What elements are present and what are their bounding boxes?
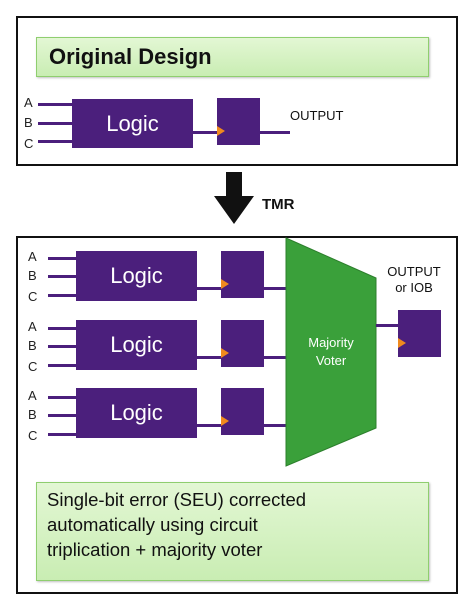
output-or-iob-label: OUTPUT or IOB	[382, 264, 446, 296]
tmr2-flip-flop	[221, 320, 264, 367]
tmr3-wire-c	[48, 433, 76, 436]
seu-note-line2: automatically using circuit	[47, 514, 258, 535]
logic-block: Logic	[72, 99, 193, 148]
clock-marker-icon	[217, 126, 225, 136]
tmr3-input-label-c: C	[28, 428, 38, 443]
seu-note-line3: triplication + majority voter	[47, 539, 263, 560]
output-label-line2: or IOB	[395, 280, 433, 295]
output-label: OUTPUT	[290, 108, 344, 123]
tmr3-input-label-a: A	[28, 388, 37, 403]
tmr2-ff-to-voter-wire	[264, 356, 286, 359]
tmr1-input-label-b: B	[28, 268, 37, 283]
voter-label-line1: Majority	[308, 335, 354, 350]
input-wire-c	[38, 140, 74, 143]
tmr3-wire-a	[48, 396, 76, 399]
input-label-a: A	[24, 95, 33, 110]
input-label-b: B	[24, 115, 33, 130]
tmr3-wire-b	[48, 414, 76, 417]
input-label-c: C	[24, 136, 34, 151]
tmr1-wire-c	[48, 294, 76, 297]
tmr3-flip-flop	[221, 388, 264, 435]
tmr3-logic-to-ff-wire	[197, 424, 221, 427]
output-clock-marker-icon	[398, 338, 406, 348]
voter-to-output-wire	[376, 324, 398, 327]
majority-voter	[285, 237, 377, 467]
input-wire-a	[38, 103, 74, 106]
tmr1-logic-block: Logic	[76, 251, 197, 301]
tmr1-input-label-c: C	[28, 289, 38, 304]
tmr1-ff-to-voter-wire	[264, 287, 286, 290]
seu-note-line1: Single-bit error (SEU) corrected	[47, 489, 307, 510]
tmr3-logic-block: Logic	[76, 388, 197, 438]
tmr1-wire-b	[48, 275, 76, 278]
tmr2-input-label-a: A	[28, 319, 37, 334]
voter-label-line2: Voter	[315, 353, 347, 368]
tmr2-wire-b	[48, 345, 76, 348]
tmr2-wire-a	[48, 327, 76, 330]
original-design-title: Original Design	[36, 37, 429, 77]
tmr1-clock-marker-icon	[221, 279, 229, 289]
output-flip-flop	[398, 310, 441, 357]
tmr2-clock-marker-icon	[221, 348, 229, 358]
tmr2-wire-c	[48, 364, 76, 367]
tmr1-flip-flop	[221, 251, 264, 298]
output-wire	[260, 131, 290, 134]
logic-to-ff-wire	[193, 131, 217, 134]
voter-label: Majority Voter	[286, 334, 376, 370]
tmr1-wire-a	[48, 257, 76, 260]
tmr-label: TMR	[262, 196, 295, 213]
tmr2-input-label-b: B	[28, 338, 37, 353]
output-label-line1: OUTPUT	[387, 264, 441, 279]
down-arrow-icon	[214, 172, 254, 224]
tmr2-logic-block: Logic	[76, 320, 197, 370]
tmr1-logic-to-ff-wire	[197, 287, 221, 290]
input-wire-b	[38, 122, 74, 125]
seu-note: Single-bit error (SEU) corrected automat…	[36, 482, 429, 581]
tmr3-ff-to-voter-wire	[264, 424, 286, 427]
tmr1-input-label-a: A	[28, 249, 37, 264]
tmr3-clock-marker-icon	[221, 416, 229, 426]
tmr2-input-label-c: C	[28, 359, 38, 374]
tmr2-logic-to-ff-wire	[197, 356, 221, 359]
tmr3-input-label-b: B	[28, 407, 37, 422]
flip-flop	[217, 98, 260, 145]
